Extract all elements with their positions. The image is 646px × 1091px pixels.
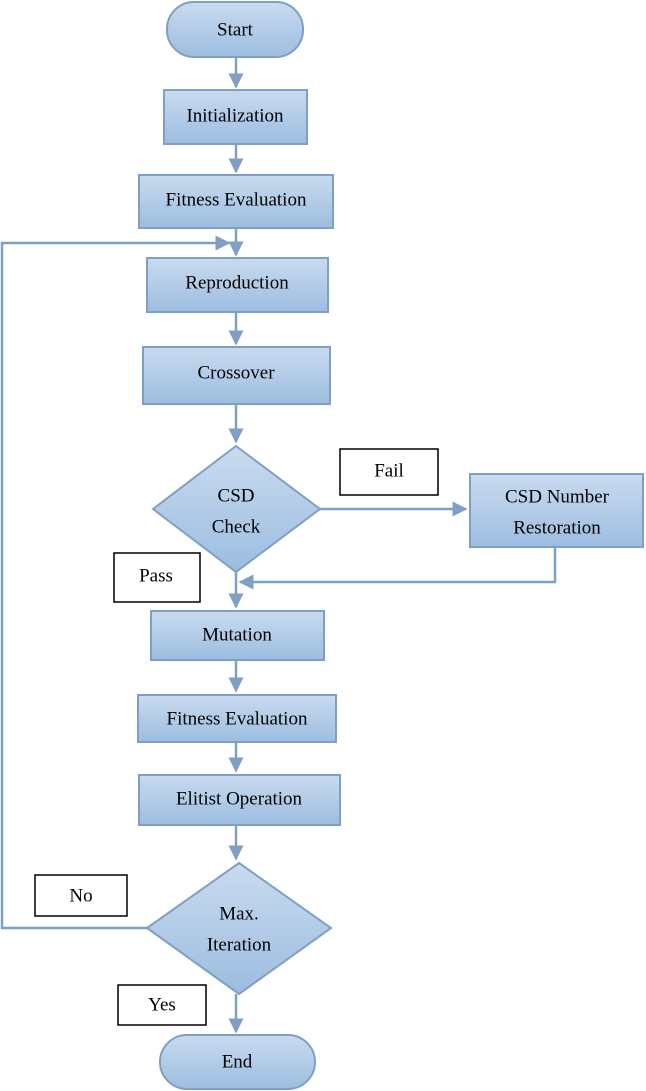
pass-label-box: Pass <box>113 552 201 603</box>
csd-check-decision: CSD Check <box>151 444 322 574</box>
csd-restoration-label-line2: Restoration <box>513 517 601 538</box>
csd-check-label-line1: CSD <box>218 485 255 506</box>
yes-label-box: Yes <box>117 984 207 1026</box>
elitist-operation-node: Elitist Operation <box>138 774 341 826</box>
max-iteration-label-line2: Iteration <box>207 934 272 955</box>
arrow-maxiter-loop <box>0 235 231 930</box>
connectors <box>0 57 557 1034</box>
csd-restoration-label-line1: CSD Number <box>505 486 610 507</box>
initialization-node: Initialization <box>163 89 308 145</box>
end-label: End <box>222 1051 253 1072</box>
fail-label: Fail <box>374 460 404 481</box>
elitist-operation-label: Elitist Operation <box>176 788 303 809</box>
fitness-evaluation-node-2: Fitness Evaluation <box>137 694 337 743</box>
crossover-label: Crossover <box>197 362 275 383</box>
reproduction-label: Reproduction <box>185 272 289 293</box>
fitness-evaluation-node-1: Fitness Evaluation <box>138 174 334 229</box>
reproduction-node: Reproduction <box>146 257 329 313</box>
mutation-node: Mutation <box>150 610 325 661</box>
fitness-evaluation-label-2: Fitness Evaluation <box>167 708 308 729</box>
arrow-restoration-return <box>238 547 557 590</box>
mutation-label: Mutation <box>202 624 272 645</box>
no-label-box: No <box>34 874 128 917</box>
pass-label: Pass <box>139 565 173 586</box>
start-node: Start <box>166 1 304 58</box>
initialization-label: Initialization <box>186 105 284 126</box>
fitness-evaluation-label-1: Fitness Evaluation <box>166 189 307 210</box>
csd-restoration-node: CSD Number Restoration <box>469 473 644 548</box>
crossover-node: Crossover <box>142 346 331 405</box>
max-iteration-label-line1: Max. <box>219 903 259 924</box>
max-iteration-decision: Max. Iteration <box>145 861 333 996</box>
no-label: No <box>69 885 92 906</box>
yes-label: Yes <box>148 994 176 1015</box>
fail-label-box: Fail <box>339 448 439 496</box>
csd-check-label-line2: Check <box>212 516 261 537</box>
end-node: End <box>159 1034 316 1090</box>
start-label: Start <box>217 19 254 40</box>
